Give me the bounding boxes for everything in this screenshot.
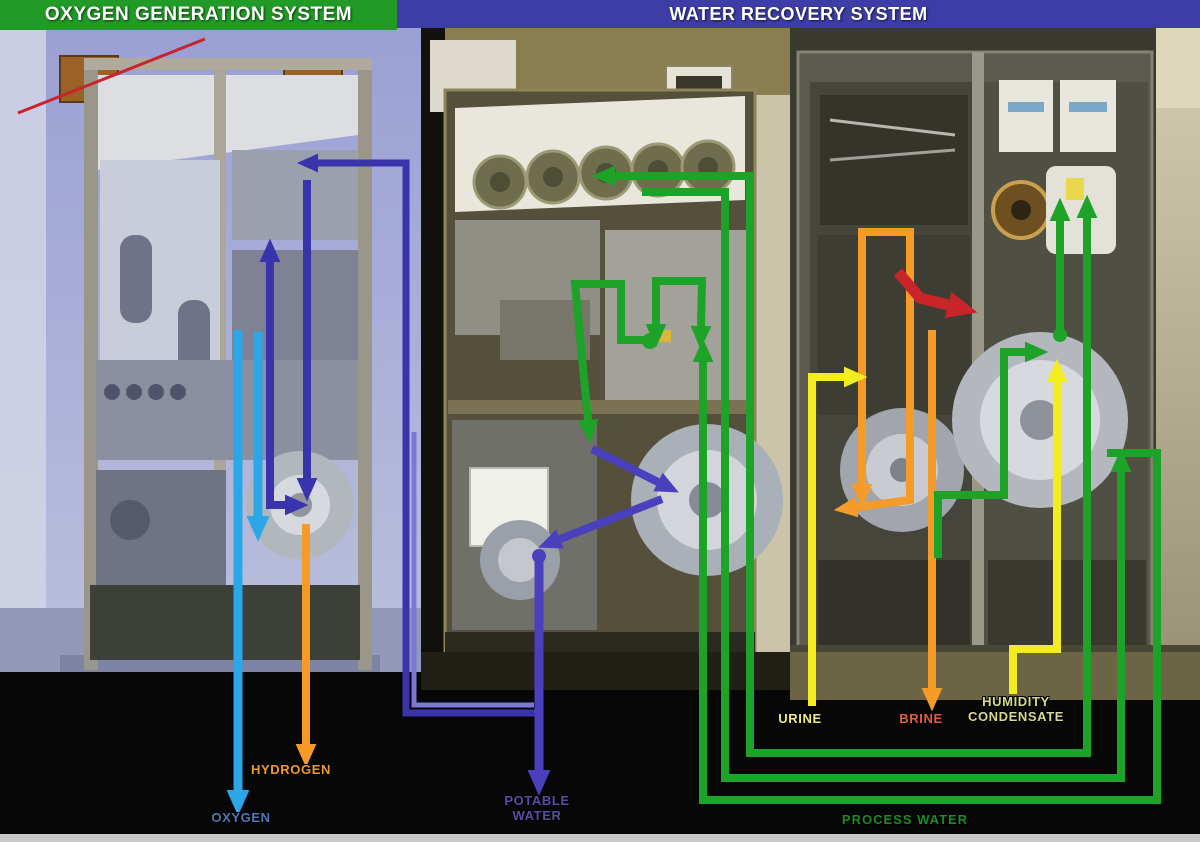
ogs-header: OXYGEN GENERATION SYSTEM <box>0 0 397 30</box>
wrs-rack1-photo <box>421 28 790 690</box>
potable-water-label: POTABLE WATER <box>504 793 570 823</box>
slide-bottom-border <box>0 834 1200 842</box>
ogs-photo <box>0 28 421 674</box>
brine-label: BRINE <box>899 711 943 726</box>
urine-label: URINE <box>778 711 822 726</box>
hydrogen-label: HYDROGEN <box>251 762 331 777</box>
process-water-label: PROCESS WATER <box>841 812 969 827</box>
filter-unit-1 <box>999 80 1053 152</box>
humidity-condensate-label: HUMIDITY CONDENSATE <box>967 694 1065 724</box>
oxygen-label: OXYGEN <box>211 810 271 825</box>
wrs-header: WATER RECOVERY SYSTEM <box>397 0 1200 28</box>
filter-unit-2 <box>1060 80 1116 152</box>
wrs-rack2-photo <box>790 28 1200 700</box>
